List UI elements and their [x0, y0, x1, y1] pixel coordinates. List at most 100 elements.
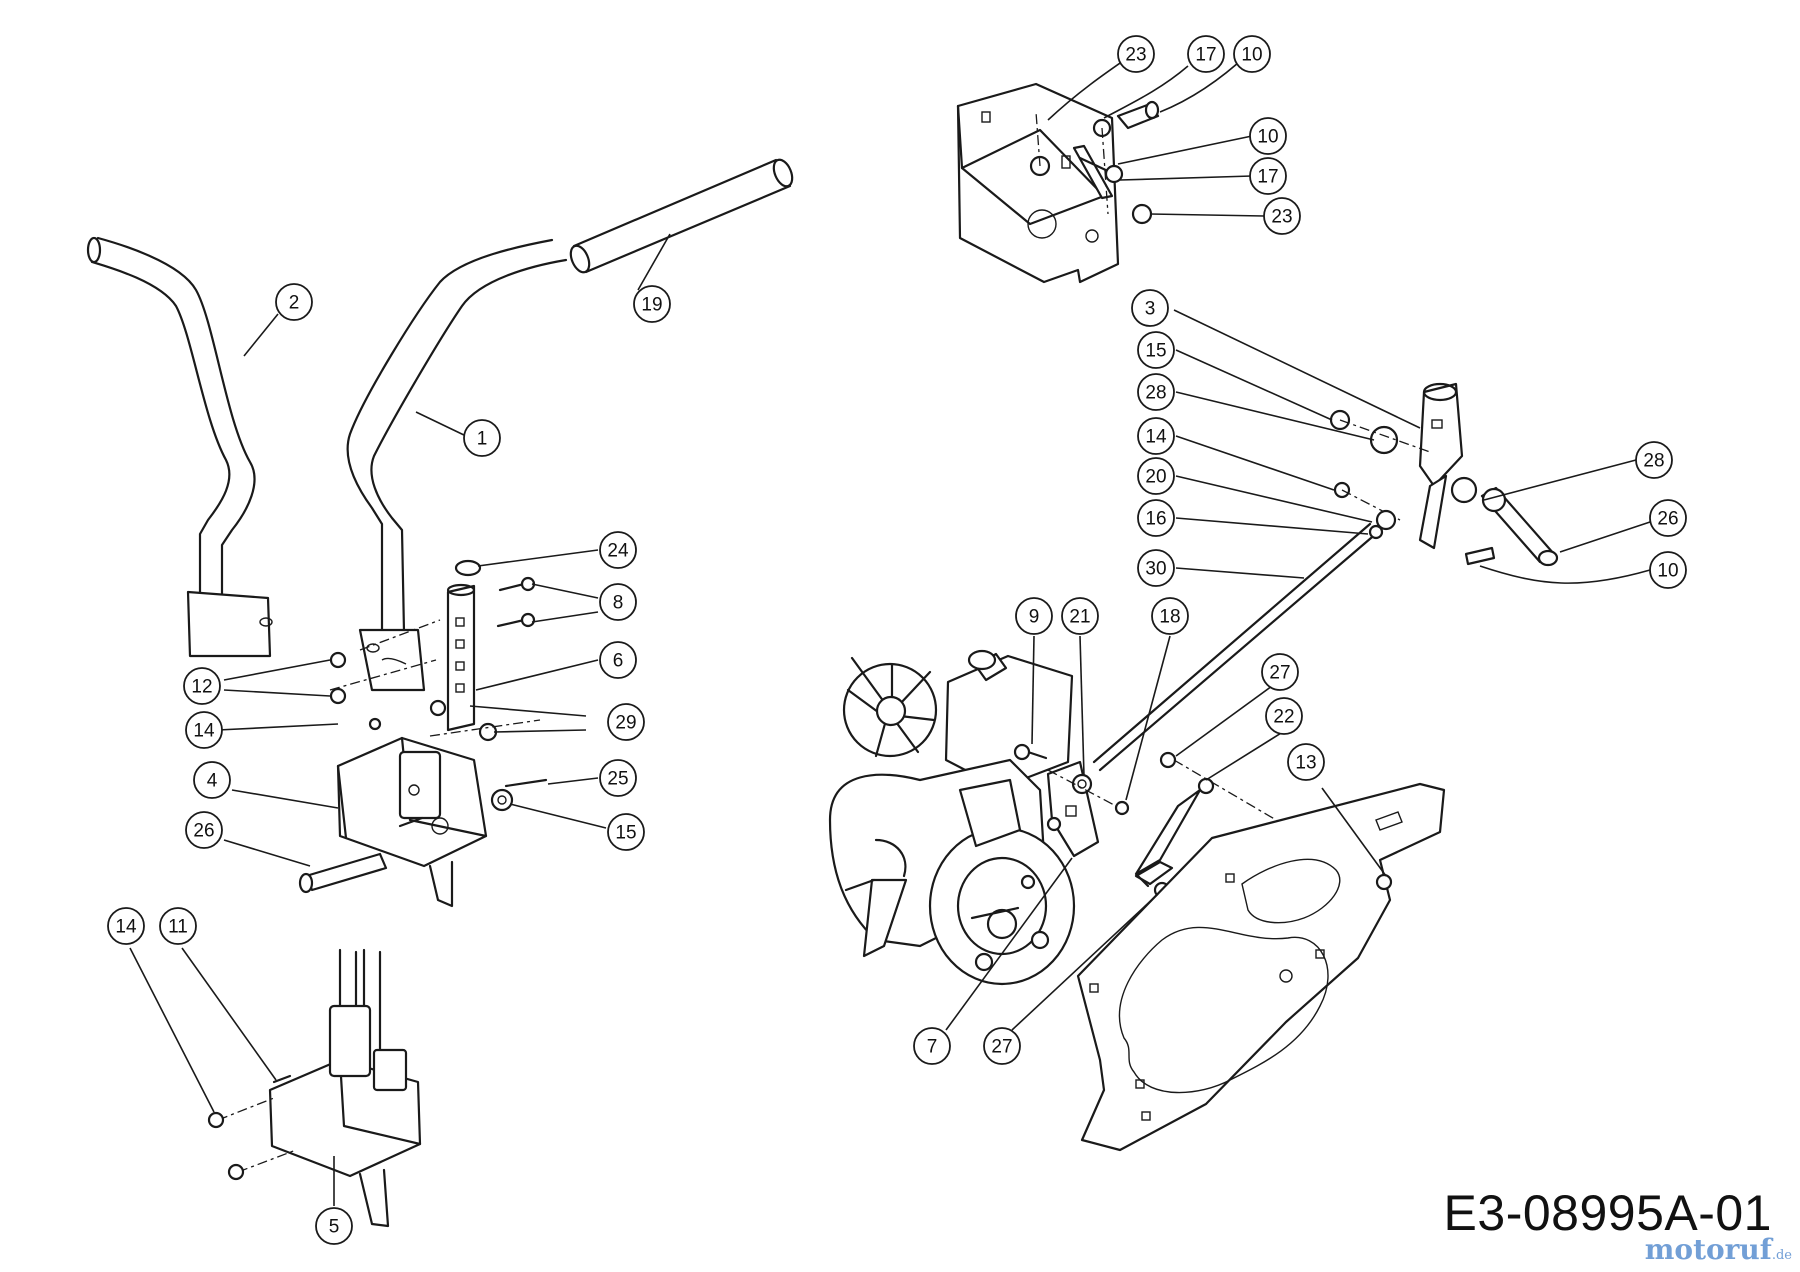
callout-number: 27	[1269, 663, 1290, 684]
callout-c2: 2	[275, 283, 313, 321]
callout-circle	[185, 811, 223, 849]
height-adjust-bracket	[329, 559, 548, 812]
callout-circle	[1187, 35, 1225, 73]
callout-circle	[1649, 551, 1687, 589]
callout-circle	[1233, 35, 1271, 73]
callout-number: 17	[1257, 167, 1278, 188]
callout-number: 23	[1271, 207, 1292, 228]
callout-circle	[1265, 697, 1303, 735]
callout-c26a: 26	[1649, 499, 1687, 537]
callout-circle	[315, 1207, 353, 1245]
callout-circle	[607, 703, 645, 741]
callout-c17b: 17	[1249, 157, 1287, 195]
callout-circle	[193, 761, 231, 799]
callout-circle	[1151, 597, 1189, 635]
callout-number: 26	[193, 821, 214, 842]
callout-circle	[185, 711, 223, 749]
callout-circle	[633, 285, 671, 323]
callout-number: 13	[1295, 753, 1316, 774]
callout-c27b: 27	[983, 1027, 1021, 1065]
callout-c28b: 28	[1635, 441, 1673, 479]
callout-c26b: 26	[185, 811, 223, 849]
callout-circle	[1137, 499, 1175, 537]
extension-tube	[569, 158, 794, 274]
callout-circle	[1249, 157, 1287, 195]
callout-c21: 21	[1061, 597, 1099, 635]
callout-c3: 3	[1131, 289, 1169, 327]
callout-c12: 12	[183, 667, 221, 705]
callout-number: 10	[1657, 561, 1678, 582]
callout-circle	[607, 813, 645, 851]
top-mounting-box	[956, 82, 1160, 284]
callout-number: 14	[193, 721, 215, 742]
assembled-handle-view	[207, 948, 422, 1228]
callout-number: 18	[1159, 607, 1180, 628]
callout-circle	[159, 907, 197, 945]
callout-c19: 19	[633, 285, 671, 323]
callout-c10c: 10	[1649, 551, 1687, 589]
callout-c10b: 10	[1249, 117, 1287, 155]
callout-c9: 9	[1015, 597, 1053, 635]
callout-c14a: 14	[1137, 417, 1175, 455]
callout-number: 4	[207, 771, 218, 792]
callout-circle	[1137, 417, 1175, 455]
callout-circle	[1261, 653, 1299, 691]
watermark-logo: motoruf.de	[1645, 1233, 1792, 1266]
callout-c23a: 23	[1117, 35, 1155, 73]
callout-circle	[983, 1027, 1021, 1065]
callout-number: 22	[1273, 707, 1294, 728]
callout-number: 30	[1145, 559, 1166, 580]
callout-number: 28	[1145, 383, 1166, 404]
callout-c18: 18	[1151, 597, 1189, 635]
callout-number: 24	[607, 541, 629, 562]
callout-number: 5	[329, 1217, 340, 1238]
callout-number: 17	[1195, 45, 1216, 66]
callout-number: 26	[1657, 509, 1678, 530]
callout-number: 23	[1125, 45, 1146, 66]
callout-number: 7	[927, 1037, 938, 1058]
callout-number: 25	[607, 769, 628, 790]
callout-circle	[599, 641, 637, 679]
handle-bar-left	[86, 236, 273, 658]
callout-c28a: 28	[1137, 373, 1175, 411]
callout-circle	[1117, 35, 1155, 73]
callout-c22: 22	[1265, 697, 1303, 735]
callout-number: 15	[615, 823, 636, 844]
callout-c20: 20	[1137, 457, 1175, 495]
callout-circle	[1263, 197, 1301, 235]
shift-linkage	[1013, 743, 1130, 858]
callout-number: 29	[615, 713, 636, 734]
callout-c15a: 15	[1137, 331, 1175, 369]
handle-mount-bracket	[298, 736, 488, 908]
callout-circle	[1635, 441, 1673, 479]
callout-number: 21	[1069, 607, 1090, 628]
callout-circle	[107, 907, 145, 945]
callout-c13: 13	[1287, 743, 1325, 781]
callout-circle	[1131, 289, 1169, 327]
watermark-tld: .de	[1771, 1248, 1792, 1263]
callout-circle	[183, 667, 221, 705]
callout-c29: 29	[607, 703, 645, 741]
callout-circle	[1287, 743, 1325, 781]
drawing-code: E3-08995A-01	[1443, 1185, 1772, 1241]
callout-c7: 7	[913, 1027, 951, 1065]
callout-c8: 8	[599, 583, 637, 621]
callout-circle	[599, 531, 637, 569]
callout-number: 2	[289, 293, 300, 314]
callout-number: 11	[168, 917, 188, 938]
callout-c23b: 23	[1263, 197, 1301, 235]
callout-c17a: 17	[1187, 35, 1225, 73]
callout-circle	[1649, 499, 1687, 537]
callout-c11: 11	[159, 907, 197, 945]
callout-circle	[275, 283, 313, 321]
callout-number: 15	[1145, 341, 1166, 362]
callout-c5: 5	[315, 1207, 353, 1245]
callout-number: 16	[1145, 509, 1166, 530]
callout-number: 10	[1241, 45, 1262, 66]
handle-bar-right	[346, 238, 568, 692]
callout-circle	[1137, 331, 1175, 369]
callout-circle	[1137, 549, 1175, 587]
callout-c25: 25	[599, 759, 637, 797]
callout-number: 3	[1145, 299, 1156, 320]
